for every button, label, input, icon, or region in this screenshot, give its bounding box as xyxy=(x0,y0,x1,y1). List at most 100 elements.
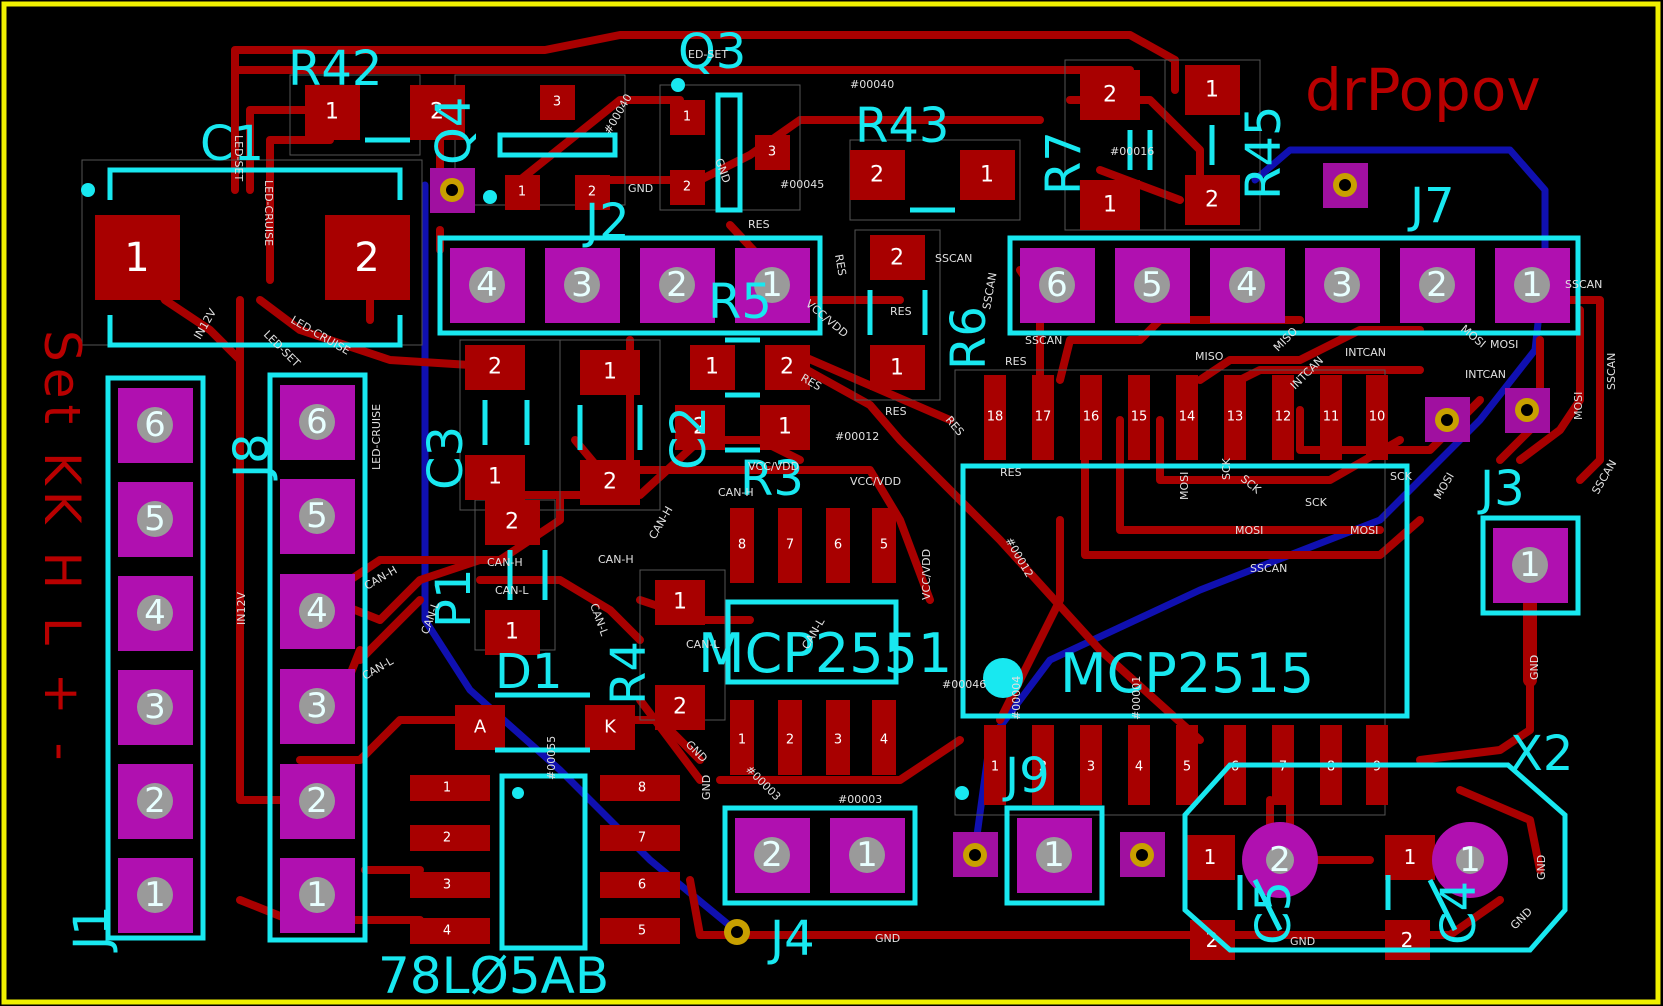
net-label: MISO xyxy=(1195,350,1224,363)
designator-j8: J8 xyxy=(224,433,280,481)
designator-r3: R3 xyxy=(740,451,804,507)
net-label: RES xyxy=(1005,355,1027,368)
r45-pad-1: 1 xyxy=(1205,78,1219,103)
net-label: GND xyxy=(1528,655,1541,680)
j7-pin: 5 xyxy=(1115,248,1190,323)
net-label: RES xyxy=(832,253,849,277)
svg-text:2: 2 xyxy=(144,781,166,821)
u78-pin-5: 5 xyxy=(638,924,646,939)
crystal-x2: 2 1 xyxy=(1182,762,1568,953)
c3-pad-1: 1 xyxy=(488,465,502,490)
net-label: LED-CRUISE xyxy=(289,313,353,357)
u78-pin-1: 1 xyxy=(443,781,451,796)
net-label: VCC/VDD xyxy=(850,475,901,488)
designator-r42: R42 xyxy=(288,41,382,97)
connector-j8: 6 5 4 3 2 1 xyxy=(267,372,368,943)
j8-pin: 6 xyxy=(280,385,355,460)
svg-text:3: 3 xyxy=(144,687,166,727)
designator-c2: C2 xyxy=(661,406,717,470)
mcp2551-pin-3: 3 xyxy=(834,733,842,748)
j8-pin: 1 xyxy=(280,858,355,933)
net-label: INTCAN xyxy=(1465,368,1506,381)
q3-pad-2: 2 xyxy=(683,180,691,195)
svg-text:2: 2 xyxy=(761,835,783,875)
c2-pad-2: 2 xyxy=(603,470,617,495)
mcp2515-pin-15: 15 xyxy=(1131,410,1148,425)
mcp2515-pin-2: 2 xyxy=(1039,760,1047,775)
r6-pad-2: 2 xyxy=(890,246,904,271)
net-label: CAN-H xyxy=(718,486,754,499)
designator-j2: J2 xyxy=(582,194,630,250)
mcp2515-pin-14: 14 xyxy=(1179,410,1196,425)
c3-pad-2: 2 xyxy=(488,355,502,380)
net-label: LED-SET xyxy=(232,135,245,181)
j2-pin: 2 xyxy=(640,248,715,323)
j7-pin: 3 xyxy=(1305,248,1380,323)
designator-r4: R4 xyxy=(601,641,657,705)
net-label: INTCAN xyxy=(1345,346,1386,359)
c1-pad-2: 2 xyxy=(354,235,379,281)
designators: R42 Q4 Q3 C1 J2 R43 R7 R45 J7 R5 R6 C3 C… xyxy=(64,24,1573,1005)
mcp2515-pin-3: 3 xyxy=(1087,760,1095,775)
svg-text:5: 5 xyxy=(144,499,166,539)
r5-pad-2: 2 xyxy=(780,355,794,380)
via xyxy=(1323,163,1368,208)
u78-pin-6: 6 xyxy=(638,878,646,893)
u78-pin-3: 3 xyxy=(443,878,451,893)
d1-anode-label: A xyxy=(474,717,487,738)
svg-text:1: 1 xyxy=(1521,265,1543,305)
j1-pin: 3 xyxy=(118,670,193,745)
j3-pin: 1 xyxy=(1493,528,1568,603)
svg-text:6: 6 xyxy=(306,402,328,442)
connector-j3: 1 xyxy=(1480,515,1581,616)
svg-text:1: 1 xyxy=(306,875,328,915)
j7-pin: 4 xyxy=(1210,248,1285,323)
net-label: RES xyxy=(890,305,912,318)
designator-r45: R45 xyxy=(1236,106,1292,200)
mcp2551-pin-1: 1 xyxy=(738,733,746,748)
brand-label: drPopov xyxy=(1305,56,1541,124)
net-label: CAN-L xyxy=(495,584,529,597)
net-label: #00012 xyxy=(835,430,879,443)
net-label: SCK xyxy=(1390,470,1413,483)
r45-pad-2: 2 xyxy=(1205,188,1219,213)
net-label: CAN-H xyxy=(487,556,523,569)
net-label: GND xyxy=(628,182,653,195)
mcp2551-pin-8: 8 xyxy=(738,538,746,553)
j7-pin: 6 xyxy=(1020,248,1095,323)
connector-j9: 1 xyxy=(1004,805,1105,906)
r5-pad-1: 1 xyxy=(705,355,719,380)
designator-d1: D1 xyxy=(495,644,563,700)
q4-pad-1: 1 xyxy=(518,185,526,200)
designator-j1: J1 xyxy=(64,905,120,953)
via xyxy=(953,832,998,877)
u78-pin-2: 2 xyxy=(443,831,451,846)
net-label: SSCAN xyxy=(1565,278,1602,291)
svg-text:3: 3 xyxy=(1331,265,1353,305)
net-label: ED-SET xyxy=(688,48,728,61)
net-label: MOSI xyxy=(1431,470,1456,501)
via xyxy=(1425,397,1470,442)
r4-pad-1: 1 xyxy=(673,590,687,615)
svg-text:1: 1 xyxy=(1519,545,1541,585)
j9-pin: 1 xyxy=(1017,818,1092,893)
designator-r5: R5 xyxy=(708,274,772,330)
designator-r43: R43 xyxy=(855,98,949,154)
r7-pad-2: 2 xyxy=(1103,83,1117,108)
net-label: SSCAN xyxy=(1250,562,1287,575)
connector-j4: 2 1 xyxy=(722,805,918,906)
r7-pad-1: 1 xyxy=(1103,193,1117,218)
svg-text:4: 4 xyxy=(476,265,498,305)
j2-pin: 4 xyxy=(450,248,525,323)
net-label: RES xyxy=(748,218,770,231)
designator-78l05ab: 78LØ5AB xyxy=(378,947,609,1005)
r43-pad-1: 1 xyxy=(980,163,994,188)
mcp2551-pin-5: 5 xyxy=(880,538,888,553)
net-label: #00003 xyxy=(838,793,882,806)
p1-pad-2: 2 xyxy=(505,510,519,535)
net-label: CAN-L xyxy=(686,638,720,651)
designator-q4: Q4 xyxy=(426,97,482,165)
j4-pin: 1 xyxy=(830,818,905,893)
